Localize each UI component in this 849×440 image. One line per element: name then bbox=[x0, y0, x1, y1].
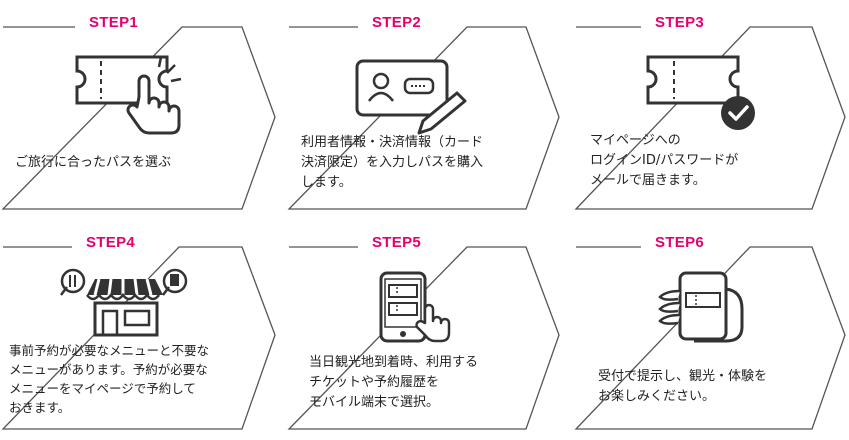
step-4-card: STEP4 事前予約が必要なメニューと不要な メニューがあります。予約が必要な … bbox=[1, 231, 277, 433]
step-3-label: STEP3 bbox=[641, 11, 719, 35]
hand-phone-icon bbox=[654, 269, 754, 349]
shop-icon bbox=[59, 265, 189, 341]
step-1-text: ご旅行に合ったパスを選ぶ bbox=[15, 155, 172, 170]
step-1-card: STEP1 ご旅行に合ったパスを選ぶ bbox=[1, 11, 277, 213]
step-6-text: 受付で提示し、観光・体験を お楽しみください。 bbox=[598, 369, 768, 404]
ticket-tap-icon bbox=[71, 51, 191, 139]
step-3-frame bbox=[574, 26, 846, 210]
step-3-card: STEP3 マイページへの ログインID/パスワードが メールで届きます。 bbox=[574, 11, 849, 213]
step-6-card: STEP6 受付で提示し、観光・体験を お楽しみください。 bbox=[574, 231, 849, 433]
step-2-text: 利用者情報・決済情報（カード 決済限定）を入力しパスを購入 します。 bbox=[301, 135, 484, 190]
ticket-check-icon bbox=[642, 51, 762, 139]
step-6-frame bbox=[574, 246, 846, 430]
step-1-frame bbox=[1, 26, 276, 210]
step-3-text: マイページへの ログインID/パスワードが メールで届きます。 bbox=[590, 133, 739, 188]
step-5-frame bbox=[287, 246, 560, 430]
id-card-pen-icon bbox=[353, 55, 473, 139]
step-2-label: STEP2 bbox=[358, 11, 436, 35]
step-4-frame bbox=[1, 246, 276, 430]
step-1-label: STEP1 bbox=[75, 11, 153, 35]
step-6-label: STEP6 bbox=[641, 231, 719, 255]
step-5-label: STEP5 bbox=[358, 231, 436, 255]
step-4-text: 事前予約が必要なメニューと不要な メニューがあります。予約が必要な メニューをマ… bbox=[9, 343, 210, 415]
step-4-label: STEP4 bbox=[72, 231, 150, 255]
step-5-text: 当日観光地到着時、利用する チケットや予約履歴を モバイル端末で選択。 bbox=[309, 355, 479, 410]
phone-tap-icon bbox=[377, 271, 467, 347]
step-5-card: STEP5 当日観光地到着時、利用する チケットや予約履歴を モバイル端末で選択… bbox=[287, 231, 563, 433]
step-2-frame bbox=[287, 26, 560, 210]
step-2-card: STEP2 利用者情報・決済情報（カード 決済限定）を入力しパスを購入 します。 bbox=[287, 11, 563, 213]
